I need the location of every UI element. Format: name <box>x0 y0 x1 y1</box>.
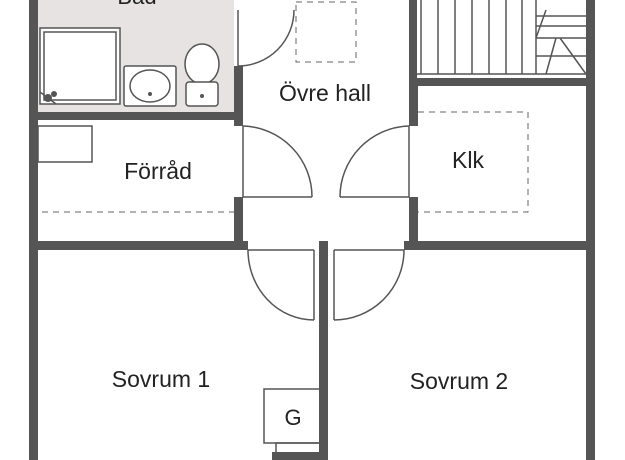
outer-wall-left <box>29 0 38 460</box>
storage-right-wall-top <box>234 112 243 126</box>
door-swing-icon <box>237 9 295 67</box>
attic-hatch <box>295 1 357 63</box>
room-label-upper-hall: Övre hall <box>279 80 371 106</box>
wall-storage-bedroom1 <box>38 241 248 250</box>
closet-dashed-outline <box>418 111 529 213</box>
room-label-closet: Klk <box>452 147 484 173</box>
closet-left-wall-bottom <box>409 197 418 244</box>
room-label-bath: Bad <box>117 0 156 9</box>
door-swing-icon <box>333 249 405 321</box>
room-label-bedroom-2: Sovrum 2 <box>410 368 508 394</box>
bath-right-wall <box>234 66 243 124</box>
bedroom-partition <box>319 241 328 460</box>
shower-icon <box>39 27 121 105</box>
closet-left-wall-top <box>409 78 418 126</box>
staircase-icon <box>417 0 587 75</box>
door-swing-icon <box>247 249 315 321</box>
wall-closet-bedroom2 <box>404 241 586 250</box>
door-swing-icon <box>339 125 410 198</box>
sink-icon <box>123 65 177 107</box>
walls <box>29 0 595 460</box>
wardrobe-wall <box>272 452 322 460</box>
stairs-left-wall <box>409 0 417 82</box>
bath-bottom-wall <box>38 112 243 120</box>
storage-shelf <box>37 125 93 163</box>
room-label-wardrobe: G <box>284 405 301 430</box>
toilet-icon <box>184 43 220 107</box>
outer-wall-right <box>586 0 595 460</box>
stairs-bottom-wall <box>409 78 586 86</box>
wardrobe-inner <box>275 442 321 460</box>
room-label-storage: Förråd <box>124 158 192 184</box>
storage-right-wall-bottom <box>234 197 243 249</box>
door-swing-icon <box>242 125 313 198</box>
room-label-bedroom-1: Sovrum 1 <box>112 366 210 392</box>
